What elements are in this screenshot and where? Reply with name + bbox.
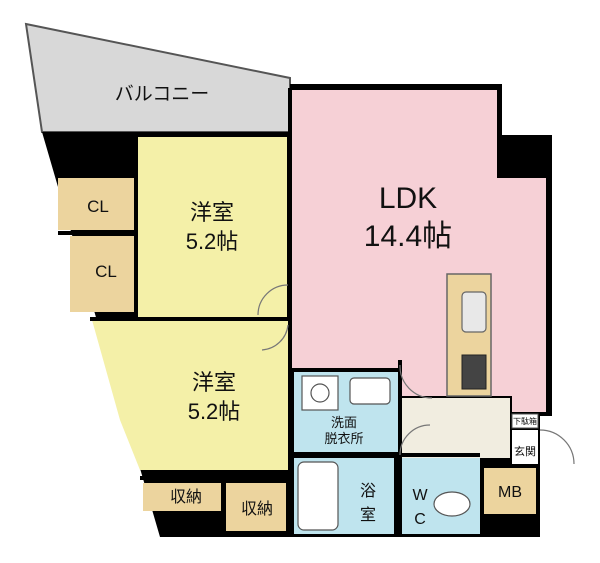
shoe-box-label: 下駄箱 xyxy=(513,416,537,426)
closet-2 xyxy=(70,236,134,312)
bathtub-icon xyxy=(297,461,339,531)
western-room-2-name: 洋室 xyxy=(192,370,236,395)
storage-2 xyxy=(226,483,286,531)
ldk-size: 14.4帖 xyxy=(364,220,452,253)
storage-1 xyxy=(143,483,221,511)
bath-label-1: 浴 xyxy=(360,482,376,500)
western-room-1-size: 5.2帖 xyxy=(186,229,239,254)
washing-drum-icon xyxy=(310,383,330,403)
western-room-1-name: 洋室 xyxy=(190,200,234,225)
washroom-label-2: 脱衣所 xyxy=(324,431,363,446)
wc-label-2: C xyxy=(414,511,426,528)
western-room-2-size: 5.2帖 xyxy=(188,399,241,424)
entrance-label: 玄関 xyxy=(514,444,536,458)
wash-basin-icon xyxy=(349,377,391,405)
entrance-floor xyxy=(512,430,538,464)
balcony-area xyxy=(24,22,291,133)
western-room-2 xyxy=(92,320,288,470)
entrance-hall xyxy=(400,398,510,458)
closet-1-label: CL xyxy=(87,197,109,216)
western-room-1 xyxy=(136,137,287,318)
wc-label-1: W xyxy=(412,487,428,504)
washing-machine-icon xyxy=(301,375,339,411)
closet-1 xyxy=(58,178,134,230)
sink-icon xyxy=(461,291,487,333)
meter-box-label: MB xyxy=(498,484,522,501)
washroom-label-1: 洗面 xyxy=(331,415,357,430)
stove-icon xyxy=(461,354,487,390)
bath-label-2: 室 xyxy=(360,506,376,524)
meter-box xyxy=(484,468,536,514)
closet-2-label: CL xyxy=(95,262,117,281)
storage-2-label: 収納 xyxy=(241,500,273,518)
ldk-name: LDK xyxy=(379,182,437,215)
balcony-label: バルコニー xyxy=(115,84,210,105)
storage-1-label: 収納 xyxy=(170,488,202,506)
interior-walls xyxy=(90,88,484,535)
door-swings xyxy=(257,284,575,465)
toilet-icon xyxy=(433,491,471,517)
shoe-box xyxy=(511,413,539,429)
